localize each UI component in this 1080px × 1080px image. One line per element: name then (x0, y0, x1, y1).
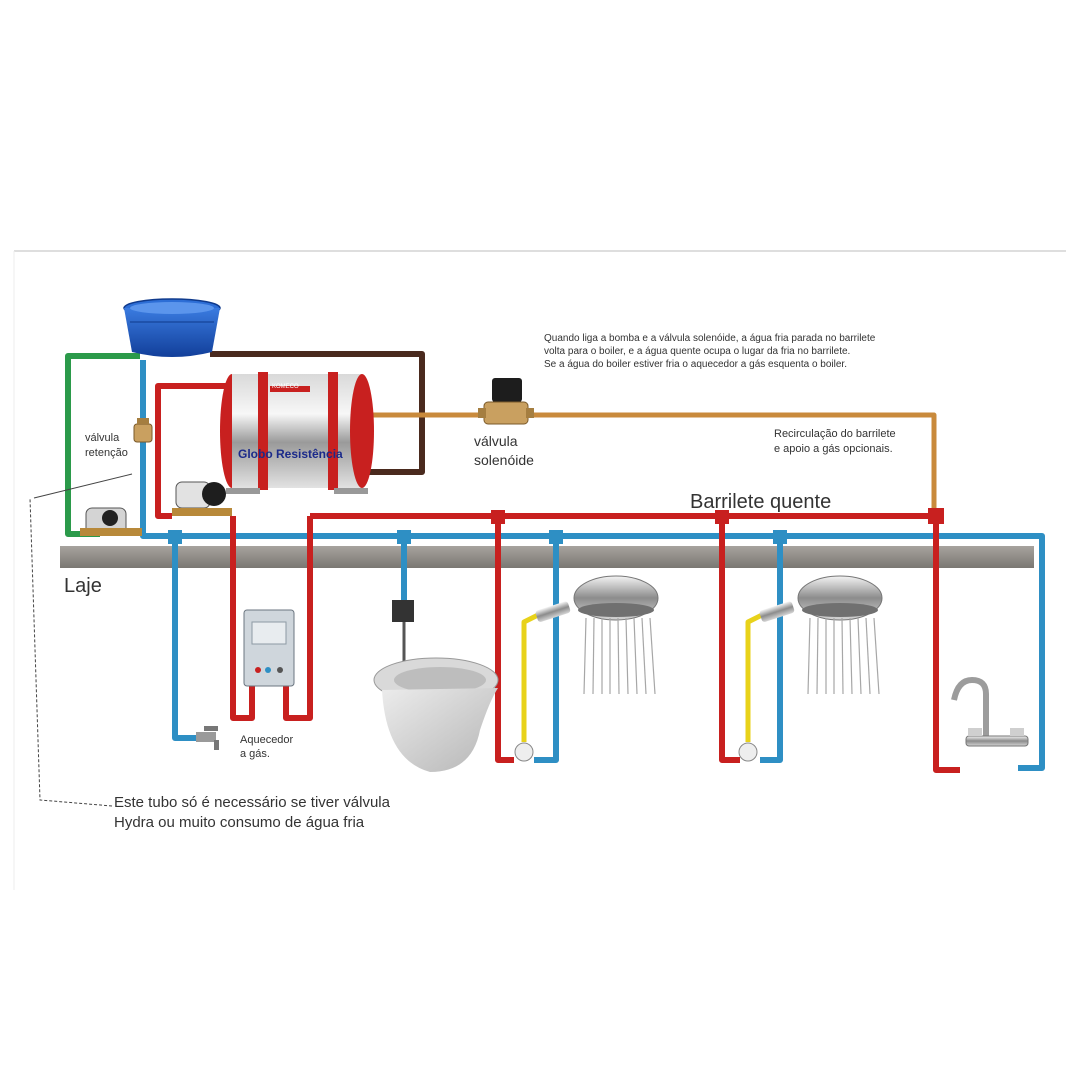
laje-slab (60, 546, 1034, 568)
tubo-note-line-2: Hydra ou muito consumo de água fria (114, 814, 365, 831)
shower-icon (514, 575, 659, 762)
note-line-1: Quando liga a bomba e a válvula solenóid… (544, 333, 876, 344)
gas-heater-icon (243, 609, 295, 687)
tap-icon (196, 726, 219, 750)
recirculation-pump-icon (172, 481, 232, 516)
hot-pipes (155, 383, 960, 773)
recirculacao-label-1: Recirculação do barrilete (774, 428, 896, 440)
pipe-fittings (168, 508, 944, 544)
valvula-solenoide-label-2: solenóide (474, 452, 534, 468)
shower-feed-pipes (521, 611, 766, 742)
laje-label: Laje (64, 575, 102, 597)
leader-arrow-line (33, 473, 133, 499)
water-tank-icon (123, 298, 221, 357)
recirculacao-label-2: e apoio a gás opcionais. (774, 443, 893, 455)
valvula-retencao-label-1: válvula (85, 432, 120, 444)
recirculation-pipe (368, 412, 937, 512)
barrilete-quente-label: Barrilete quente (690, 491, 832, 513)
note-line-2: volta para o boiler, e a água quente ocu… (544, 346, 851, 357)
solenoid-valve-icon (478, 378, 534, 425)
leader-dashed-line (29, 497, 113, 807)
valvula-solenoide-label-1: válvula (474, 433, 518, 449)
note-line-3: Se a água do boiler estiver fria o aquec… (544, 359, 847, 370)
shower-icon (738, 575, 883, 762)
toilet-icon (373, 600, 499, 772)
boiler-brand-label: KOMECO (272, 384, 299, 390)
faucet-icon (951, 676, 1029, 747)
aquecedor-label-1: Aquecedor (240, 734, 294, 746)
tubo-note-line-1: Este tubo só é necessário se tiver válvu… (114, 794, 390, 811)
check-valve-icon (133, 418, 153, 443)
pump-icon (80, 507, 142, 536)
boiler-icon (220, 372, 374, 494)
boiler-name-label: Globo Resistência (238, 447, 343, 461)
valvula-retencao-label-2: retenção (85, 447, 128, 459)
aquecedor-label-2: a gás. (240, 748, 270, 760)
